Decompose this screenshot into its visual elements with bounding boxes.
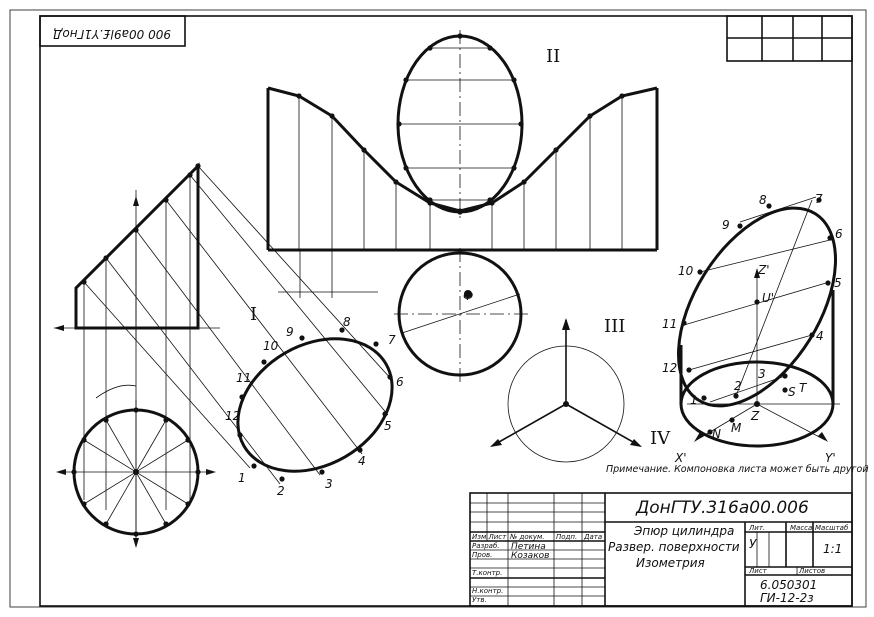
svg-text:6: 6 (396, 375, 404, 389)
svg-text:11: 11 (236, 371, 251, 385)
svg-text:7: 7 (388, 333, 396, 347)
svg-text:Масштаб: Масштаб (815, 524, 849, 532)
top-stamp: 900 00a9l£.Y1ГнoД (39, 15, 186, 47)
svg-text:Листов: Листов (798, 567, 825, 575)
svg-text:M: M (731, 421, 742, 435)
plan-circle (56, 384, 216, 548)
svg-text:1:1: 1:1 (823, 542, 842, 556)
svg-text:Лист: Лист (748, 567, 768, 575)
svg-text:Петина: Петина (511, 542, 546, 552)
isometric-view (676, 196, 840, 448)
svg-text:Y': Y' (825, 451, 836, 465)
svg-text:12: 12 (225, 409, 240, 423)
svg-text:Дата: Дата (583, 533, 602, 541)
svg-text:7: 7 (815, 192, 823, 206)
iso-axes (490, 318, 642, 463)
svg-text:Пров.: Пров. (472, 551, 492, 559)
svg-text:11: 11 (662, 317, 677, 331)
layout-note: Примечание. Компоновка листа может быть … (606, 464, 869, 475)
svg-text:Т.контр.: Т.контр. (472, 569, 502, 577)
svg-text:8: 8 (759, 193, 767, 207)
roman-III: III (604, 316, 625, 337)
svg-text:5: 5 (834, 276, 842, 290)
svg-text:2: 2 (277, 484, 285, 498)
svg-text:Утв.: Утв. (472, 596, 487, 604)
roman-I: I (250, 304, 257, 325)
svg-text:4: 4 (358, 454, 366, 468)
svg-text:12: 12 (662, 361, 677, 375)
title-block: ДонГТУ.316а00.006 Эпюр цилиндра Развер. … (469, 492, 853, 607)
front-ellipse-labels: 1 2 3 4 5 6 7 8 9 10 11 12 (225, 315, 404, 498)
svg-text:2: 2 (734, 379, 742, 393)
outer-trim (9, 9, 867, 608)
svg-text:T: T (799, 381, 808, 395)
roman-II: II (546, 46, 560, 67)
svg-text:6.050301: 6.050301 (760, 578, 817, 592)
svg-text:9: 9 (722, 218, 730, 232)
top-stamp-text: 900 00a9l£.Y1ГнoД (53, 27, 171, 41)
svg-text:8: 8 (343, 315, 351, 329)
svg-text:Лит.: Лит. (748, 524, 765, 532)
svg-text:9: 9 (286, 325, 294, 339)
designation: ДонГТУ.316а00.006 (635, 498, 809, 518)
iso-ellipse-labels: 1 2 3 4 5 6 7 8 9 10 11 12 (662, 192, 843, 407)
svg-text:U': U' (762, 291, 774, 305)
svg-text:10: 10 (678, 264, 694, 278)
svg-text:Z': Z' (757, 263, 770, 277)
svg-text:У: У (749, 537, 757, 551)
svg-text:Изм.Лист: Изм.Лист (472, 533, 507, 541)
svg-text:5: 5 (384, 419, 392, 433)
surface-development (266, 86, 659, 298)
svg-text:Изометрия: Изометрия (636, 556, 705, 570)
svg-text:Н.контр.: Н.контр. (472, 587, 503, 595)
center-circle (394, 248, 528, 384)
svg-text:Разраб.: Разраб. (472, 542, 500, 550)
svg-text:4: 4 (816, 329, 824, 343)
inclined-ellipse (236, 327, 394, 482)
svg-text:1: 1 (238, 471, 246, 485)
section-ellipse (396, 30, 524, 220)
front-view (54, 162, 393, 530)
drawing-frame (39, 15, 853, 607)
svg-text:№ докум.: № докум. (509, 533, 545, 541)
iso-letters: Z' U' S T N M Z X' Y' (674, 263, 836, 465)
svg-text:ГИ-12-2з: ГИ-12-2з (760, 591, 814, 605)
center-symbol: Ф (463, 289, 473, 303)
svg-text:3: 3 (758, 367, 766, 381)
roman-IV: IV (650, 428, 671, 449)
svg-text:Козаков: Козаков (511, 551, 549, 561)
svg-text:1: 1 (690, 393, 698, 407)
svg-text:N: N (712, 427, 721, 441)
svg-text:Z: Z (750, 409, 760, 423)
svg-text:X': X' (674, 451, 687, 465)
svg-text:Масса: Масса (790, 524, 812, 532)
svg-text:Подп.: Подп. (556, 533, 577, 541)
svg-text:Развер. поверхности: Развер. поверхности (608, 540, 740, 554)
top-right-grid (726, 15, 853, 62)
svg-text:6: 6 (835, 227, 843, 241)
svg-text:10: 10 (263, 339, 279, 353)
svg-text:S: S (788, 385, 796, 399)
svg-text:Эпюр цилиндра: Эпюр цилиндра (633, 524, 734, 538)
svg-text:3: 3 (325, 477, 333, 491)
